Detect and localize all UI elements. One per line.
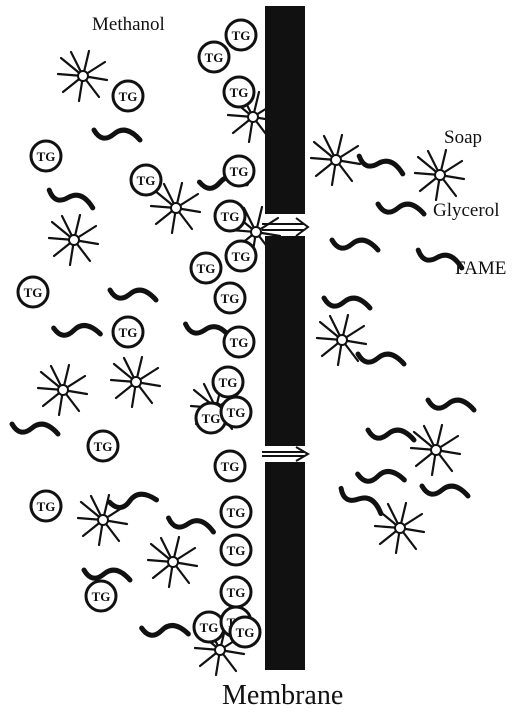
tg-label: TG <box>221 459 240 474</box>
tg-molecule: TG <box>221 535 251 565</box>
tg-label: TG <box>137 173 156 188</box>
arrow-lower <box>262 447 308 461</box>
tg-label: TG <box>94 439 113 454</box>
fame-molecule <box>428 400 474 410</box>
tg-label: TG <box>24 285 43 300</box>
tg-molecule: TG <box>191 253 221 283</box>
tg-molecule: TG <box>31 491 61 521</box>
tg-label: TG <box>200 620 219 635</box>
tg-label: TG <box>227 405 246 420</box>
membrane-segment-middle <box>265 236 305 446</box>
tg-label: TG <box>119 325 138 340</box>
methanol-molecule <box>38 365 87 415</box>
fame-molecule <box>332 240 378 250</box>
tg-label: TG <box>221 291 240 306</box>
tg-molecule: TG <box>131 165 161 195</box>
tg-molecule: TG <box>215 451 245 481</box>
tg-molecule: TG <box>221 497 251 527</box>
tg-molecule: TG <box>18 277 48 307</box>
tg-label: TG <box>232 28 251 43</box>
fame-molecule <box>422 486 468 496</box>
tg-label: TG <box>119 89 138 104</box>
methanol-molecule <box>375 503 424 553</box>
fame-molecule <box>94 130 140 140</box>
tg-label: TG <box>37 499 56 514</box>
fame-molecule <box>357 156 404 174</box>
tg-label: TG <box>205 50 224 65</box>
tg-molecule: TG <box>224 156 254 186</box>
methanol-molecule <box>49 215 98 265</box>
tg-molecule: TG <box>215 283 245 313</box>
methanol-molecule <box>311 135 360 185</box>
tg-label: TG <box>202 411 221 426</box>
fame-molecule <box>12 424 58 434</box>
label-membrane: Membrane <box>222 680 343 711</box>
fame-molecule <box>54 324 101 338</box>
fame-molecule <box>84 570 130 580</box>
label-glycerol: Glycerol <box>433 200 499 221</box>
fame-molecule <box>142 624 189 638</box>
tg-molecule: TG <box>213 367 243 397</box>
tg-molecule: TG <box>221 577 251 607</box>
fame-molecule <box>358 470 405 484</box>
tg-label: TG <box>197 261 216 276</box>
tg-molecule: TG <box>86 581 116 611</box>
fame-molecule <box>358 354 404 364</box>
tg-label: TG <box>92 589 111 604</box>
tg-molecule: TG <box>226 241 256 271</box>
fame-molecule <box>368 430 414 440</box>
methanol-molecule <box>411 425 460 475</box>
methanol-molecule <box>415 150 464 200</box>
methanol-molecule <box>148 537 197 587</box>
tg-label: TG <box>221 209 240 224</box>
tg-label: TG <box>227 585 246 600</box>
methanol-molecule <box>111 357 160 407</box>
tg-label: TG <box>37 149 56 164</box>
tg-label: TG <box>232 249 251 264</box>
tg-molecule: TG <box>230 617 260 647</box>
fame-molecule <box>47 190 94 208</box>
fame-molecule <box>168 518 215 532</box>
methanol-molecule <box>78 495 127 545</box>
methanol-molecule <box>58 51 107 101</box>
tg-label: TG <box>219 375 238 390</box>
tg-molecule: TG <box>224 77 254 107</box>
tg-molecule: TG <box>113 81 143 111</box>
tg-molecule: TG <box>224 327 254 357</box>
tg-molecule: TG <box>226 20 256 50</box>
tg-molecule: TG <box>221 397 251 427</box>
tg-label: TG <box>236 625 255 640</box>
tg-molecule: TG <box>194 612 224 642</box>
label-soap: Soap <box>444 127 482 148</box>
tg-label: TG <box>227 543 246 558</box>
membrane-segment-bottom <box>265 462 305 670</box>
tg-label: TG <box>230 85 249 100</box>
tg-molecule: TG <box>199 42 229 72</box>
membrane-segment-top <box>265 6 305 214</box>
label-fame: FAME <box>455 258 506 279</box>
fame-molecule <box>324 298 370 308</box>
fame-molecule <box>378 204 424 214</box>
tg-molecule: TG <box>113 317 143 347</box>
tg-molecule: TG <box>31 141 61 171</box>
tg-molecule: TG <box>215 201 245 231</box>
fame-molecule <box>110 290 156 300</box>
label-methanol: Methanol <box>92 14 165 35</box>
tg-label: TG <box>227 505 246 520</box>
tg-label: TG <box>230 335 249 350</box>
fame-molecule <box>109 490 156 512</box>
tg-molecule: TG <box>88 431 118 461</box>
tg-label: TG <box>230 164 249 179</box>
